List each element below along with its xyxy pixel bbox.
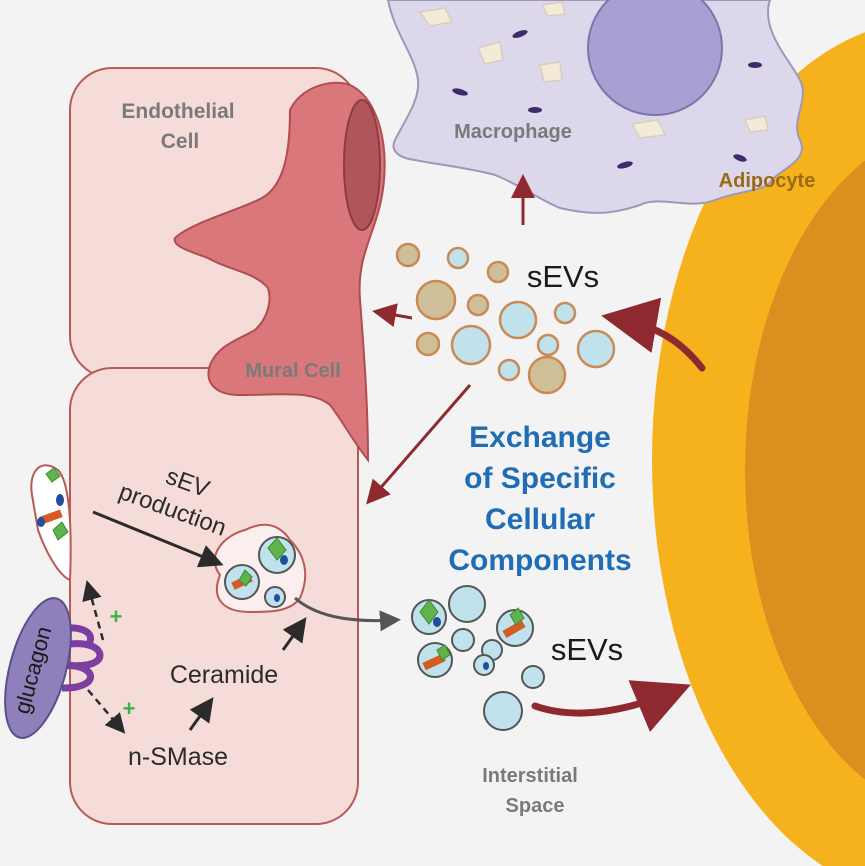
macrophage-nucleus: [587, 0, 723, 116]
interstitial-space-label-line1: Interstitial: [482, 765, 578, 787]
pathway-arrows: [82, 510, 401, 734]
ceramide-label: Ceramide: [170, 661, 278, 689]
interstitial-space-label-line2: Space: [506, 795, 565, 817]
sevs-bottom-cluster: [411, 585, 545, 731]
mural-cell: [173, 81, 386, 463]
mural-cell-label: Mural Cell: [245, 360, 341, 382]
exchange-title-line2: of Specific: [464, 462, 616, 495]
adipocyte-label: Adipocyte: [719, 170, 816, 192]
plus-sign-upper: +: [110, 604, 123, 629]
sevs-top-cluster: [395, 242, 616, 395]
multivesicular-body: [213, 523, 307, 614]
glucagon-molecule: [4, 597, 72, 739]
exchange-title-line4: Components: [448, 544, 631, 577]
budding-vesicle: [30, 464, 72, 582]
exchange-title-line3: Cellular: [485, 503, 595, 536]
macrophage: [386, 0, 804, 214]
exchange-title-line1: Exchange: [469, 421, 611, 454]
sevs-bottom-label: sEVs: [551, 632, 623, 667]
endothelial-cell-label-line2: Cell: [161, 130, 200, 153]
endothelial-cell-label-line1: Endothelial: [121, 100, 234, 123]
sevs-top-label: sEVs: [527, 259, 599, 294]
plus-sign-lower: +: [123, 696, 136, 721]
adipocyte: [652, 32, 865, 866]
nsmase-label: n-SMase: [128, 743, 228, 771]
transfer-arrows: [366, 174, 706, 732]
macrophage-label: Macrophage: [454, 121, 572, 143]
